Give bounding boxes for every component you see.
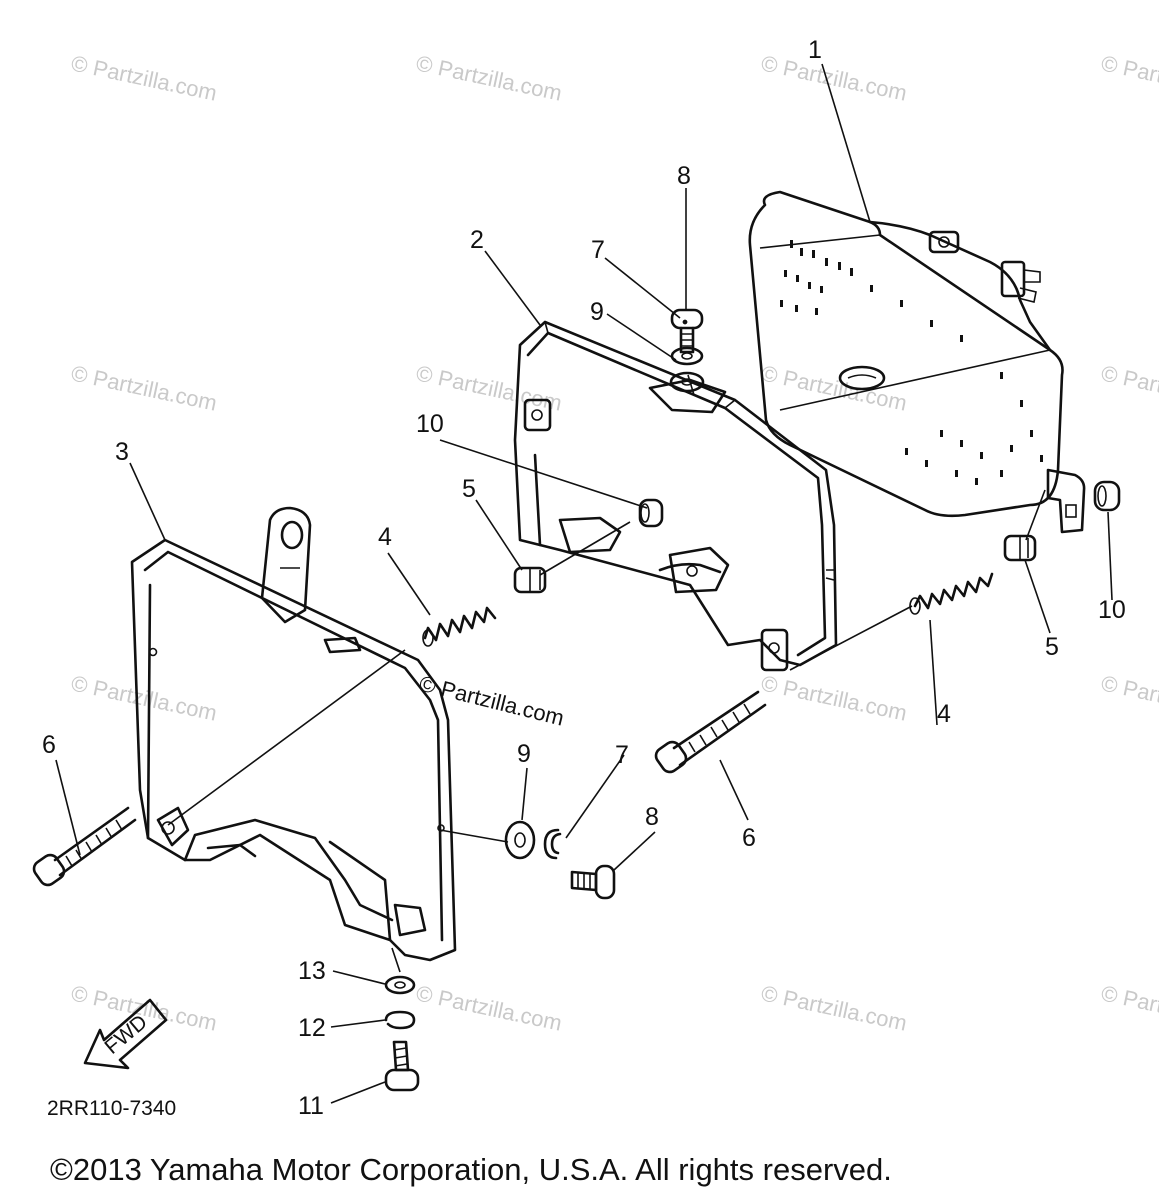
callout-9: 9 [590,298,604,326]
callout-labels: 1 2 3 4 4 5 5 6 6 7 7 8 8 9 9 10 10 11 1… [42,36,1126,1120]
adjust-screw [654,690,767,774]
watermark: © Partzilla.com [1099,980,1159,1035]
watermark: © Partzilla.com [414,50,564,105]
watermark: © Partzilla.com [759,670,909,725]
callout-12: 12 [298,1014,326,1042]
watermark: © Partzilla.com [1099,50,1159,105]
callout-13: 13 [298,957,326,985]
callout-9: 9 [517,740,531,768]
top-washer-stack [669,346,705,393]
adjust-spring [422,606,497,647]
callout-5: 5 [1045,633,1059,661]
watermark: © Partzilla.com [414,360,564,415]
adjust-screw [32,806,137,887]
bottom-lock-washer [384,1010,416,1030]
watermark: © Partzilla.com [69,670,219,725]
top-lock-washer [682,319,688,325]
watermark: © Partzilla.com [69,50,219,105]
callout-8: 8 [645,803,659,831]
inner-bracket [513,320,838,672]
callout-5: 5 [462,475,476,503]
callout-4: 4 [937,700,951,728]
callout-10: 10 [1098,596,1126,624]
side-flat-washer [504,820,536,860]
lens-pattern [780,240,1043,485]
callout-6: 6 [42,731,56,759]
top-screw [670,308,704,354]
callout-8: 8 [677,162,691,190]
rubber-spacer [638,498,664,528]
side-screw [570,864,616,900]
callout-2: 2 [470,226,484,254]
callout-7: 7 [591,236,605,264]
callout-6: 6 [742,824,756,852]
watermark: © Partzilla.com [69,360,219,415]
adjust-nut [1003,534,1037,562]
watermark: © Partzilla.com [1099,360,1159,415]
headlight-unit [748,190,1086,534]
diagram-code: 2RR110-7340 [47,1097,176,1120]
adjust-spring [909,572,994,615]
watermark: © Partzilla.com [414,980,564,1035]
callout-11: 11 [298,1092,324,1120]
assembly-lines [167,374,1046,973]
watermark: © Partzilla.com [759,50,909,105]
callout-7: 7 [615,741,629,769]
bottom-washer [384,975,416,995]
side-lock-washer [543,828,562,860]
callout-4: 4 [378,523,392,551]
outer-rim-frame [130,506,457,962]
bottom-screw [384,1040,420,1092]
adjust-nut [513,566,547,594]
callout-1: 1 [808,36,822,64]
leader-lines [55,63,1113,1104]
rubber-spacer [1093,480,1121,512]
callout-3: 3 [115,438,129,466]
watermark: © Partzilla.com [759,980,909,1035]
callout-10: 10 [416,410,444,438]
copyright-notice: ©2013 Yamaha Motor Corporation, U.S.A. A… [50,1152,892,1187]
watermark: © Partzilla.com [1099,670,1159,725]
watermark: © Partzilla.com [759,360,909,415]
